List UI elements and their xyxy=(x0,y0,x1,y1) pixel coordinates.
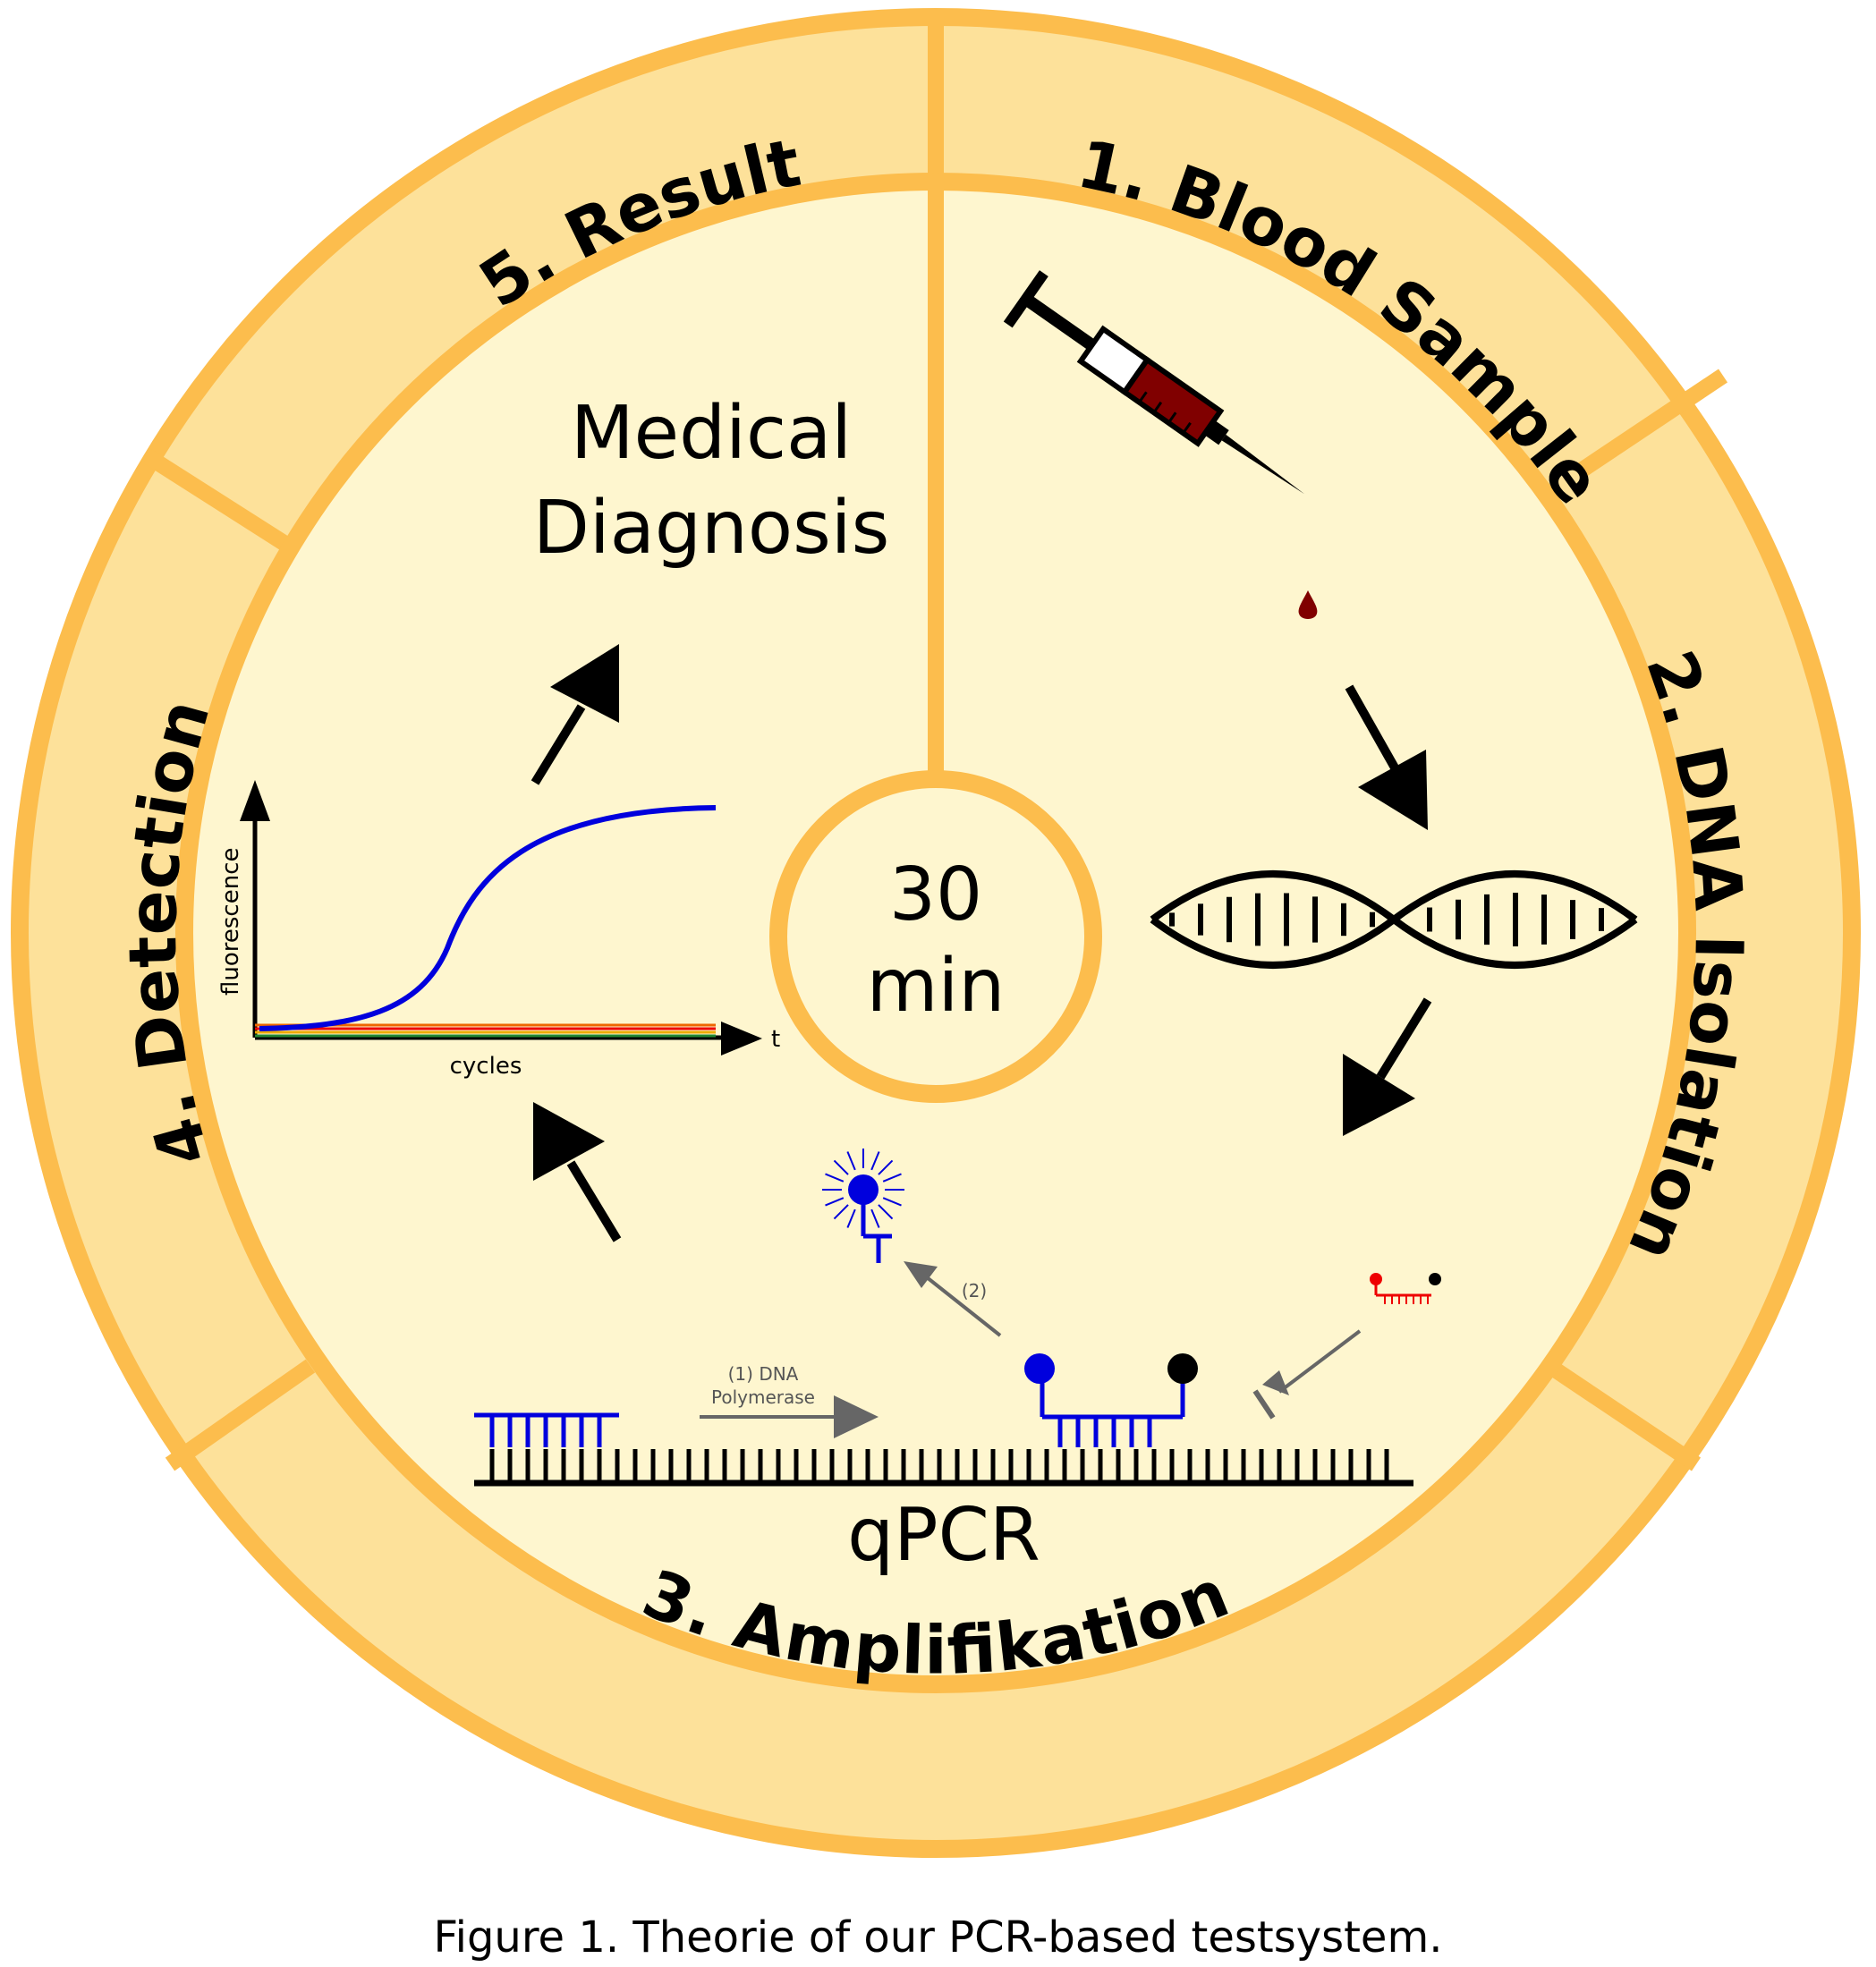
fluorescence-plot: fluorescence cycles t xyxy=(217,780,780,1080)
arrow-to-qpcr xyxy=(1343,997,1432,1136)
plot-t-label: t xyxy=(771,1026,780,1053)
fluorescence-ray xyxy=(825,1173,845,1183)
arrow-to-result xyxy=(531,644,619,785)
blood-drop-icon xyxy=(1298,590,1318,619)
fluorescence-ray xyxy=(882,1173,902,1183)
bound-probe-icon xyxy=(1024,1353,1198,1447)
amplification-curve xyxy=(259,805,717,1031)
qpcr-diagram: (1) DNA Polymerase (2) xyxy=(474,1149,1441,1578)
plot-x-label: cycles xyxy=(450,1053,522,1080)
free-probe-icon xyxy=(1370,1273,1441,1304)
polymerase-arrow xyxy=(700,1395,879,1438)
inhibition-arrow xyxy=(1252,1329,1362,1420)
qpcr-title: qPCR xyxy=(847,1493,1040,1578)
fluorescence-ray xyxy=(833,1204,849,1220)
fluorescent-probe-icon xyxy=(822,1149,904,1263)
center-time-value: 30 xyxy=(889,852,982,937)
result-line2: Diagnosis xyxy=(533,486,890,571)
fluorescence-ray xyxy=(846,1151,856,1171)
fluorescence-ray xyxy=(882,1197,902,1207)
primer xyxy=(474,1412,619,1447)
dna-helix-icon xyxy=(1150,870,1638,969)
plot-y-label: fluorescence xyxy=(217,848,244,996)
fluorescence-ray xyxy=(870,1208,880,1228)
center-timer-circle xyxy=(769,770,1102,1103)
fluorescence-ray xyxy=(846,1208,856,1228)
fluorescence-ray xyxy=(878,1204,894,1220)
result-line1: Medical xyxy=(571,391,852,476)
arrow-to-dna xyxy=(1345,684,1428,830)
cleavage-arrow xyxy=(904,1261,1002,1337)
syringe-icon xyxy=(1003,270,1305,495)
polymerase-label-line2: Polymerase xyxy=(711,1386,815,1408)
fluorescence-ray xyxy=(870,1151,880,1171)
fluorescence-ray xyxy=(878,1159,894,1175)
arrow-to-detection xyxy=(533,1102,622,1242)
fluorescence-ray xyxy=(825,1197,845,1207)
polymerase-label-line1: (1) DNA xyxy=(728,1363,799,1385)
ring-dividers xyxy=(143,17,1728,1471)
center-time-unit: min xyxy=(867,944,1006,1029)
step2-label: (2) xyxy=(962,1280,987,1301)
figure-caption: Figure 1. Theorie of our PCR-based tests… xyxy=(433,1912,1443,1963)
fluorescence-ray xyxy=(833,1159,849,1175)
